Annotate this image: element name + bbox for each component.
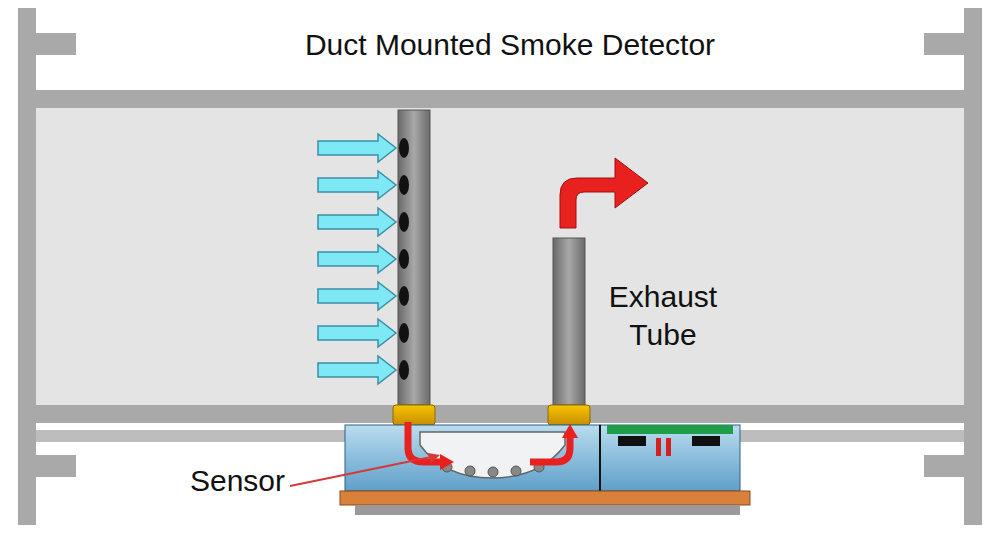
diagram-title: Duct Mounted Smoke Detector	[20, 26, 1000, 64]
part-label: Exhaust Tube	[588, 278, 738, 353]
part-label: Sensor	[150, 462, 285, 500]
